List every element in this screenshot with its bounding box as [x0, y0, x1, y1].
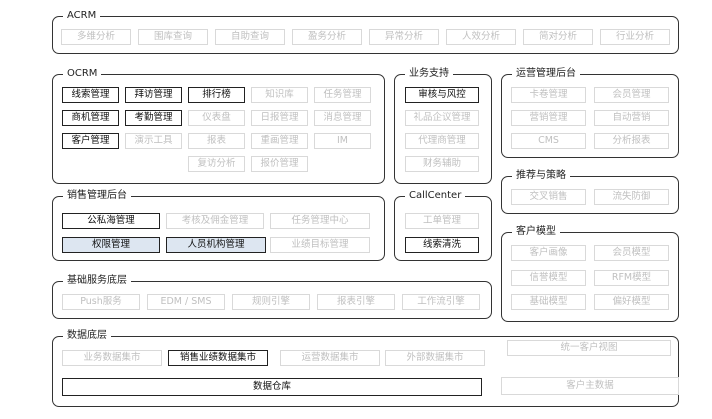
ocrm-quote-management: 报价管理 — [251, 156, 308, 172]
ocrm-title: OCRM — [63, 68, 102, 80]
ocrm-opportunity-management: 商机管理 — [62, 110, 119, 126]
customer-model-title: 客户模型 — [512, 226, 560, 238]
base-rule-engine: 规则引擎 — [232, 294, 310, 310]
acrm-anomaly-analysis: 异常分析 — [369, 29, 439, 45]
ocrm-dashboard: 仪表盘 — [188, 110, 245, 126]
data-external-mart: 外部数据集市 — [385, 350, 485, 366]
base-edm-sms: EDM / SMS — [147, 294, 225, 310]
base-workflow-engine: 工作流引擎 — [402, 294, 480, 310]
acrm-circle-query: 围库查询 — [138, 29, 208, 45]
ocrm-attendance-management: 考勤管理 — [125, 110, 182, 126]
business-support-group: 业务支持 — [394, 68, 492, 184]
model-rfm: RFM模型 — [594, 270, 669, 286]
ocrm-lead-management: 线索管理 — [62, 87, 119, 103]
acrm-multidim-analysis: 多维分析 — [61, 29, 131, 45]
sales-assessment-commission: 考核及佣金管理 — [166, 213, 264, 229]
business-gift-meeting: 礼品企议管理 — [405, 110, 479, 126]
acrm-business-analysis: 盈务分析 — [292, 29, 362, 45]
data-ops-mart: 运营数据集市 — [280, 350, 380, 366]
sales-public-private-sea: 公私海管理 — [62, 213, 160, 229]
unified-customer-view: 统一客户视图 — [507, 340, 671, 356]
ops-auto-marketing: 自动营销 — [594, 110, 669, 126]
ocrm-reports: 报表 — [188, 133, 245, 149]
sales-admin-title: 销售管理后台 — [63, 190, 131, 202]
ocrm-canvas-management: 重画管理 — [251, 133, 308, 149]
acrm-group: ACRM — [52, 10, 679, 54]
base-service-group: 基础服务底层 — [52, 275, 492, 319]
ops-member-management: 会员管理 — [594, 87, 669, 103]
callcenter-title: CallCenter — [405, 190, 466, 202]
model-preference: 偏好模型 — [594, 294, 669, 310]
ocrm-daily-report: 日报管理 — [251, 110, 308, 126]
data-warehouse: 数据仓库 — [62, 378, 482, 396]
data-layer-title: 数据底层 — [63, 330, 111, 342]
acrm-title: ACRM — [63, 10, 101, 22]
ocrm-im: IM — [314, 133, 371, 149]
acrm-industry-analysis: 行业分析 — [600, 29, 670, 45]
data-business-mart: 业务数据集市 — [62, 350, 162, 366]
business-support-title: 业务支持 — [405, 68, 453, 80]
callcenter-ticket-management: 工单管理 — [405, 213, 479, 229]
ocrm-leaderboard: 排行榜 — [188, 87, 245, 103]
acrm-efficiency-analysis: 人效分析 — [446, 29, 516, 45]
business-audit-risk: 审核与风控 — [405, 87, 479, 103]
ocrm-knowledge-base: 知识库 — [251, 87, 308, 103]
model-basic: 基础模型 — [511, 294, 586, 310]
customer-model-group: 客户模型 — [501, 226, 679, 322]
sales-permission-management: 权限管理 — [62, 237, 160, 253]
customer-master-data: 客户主数据 — [501, 377, 679, 395]
ocrm-visit-management: 拜访管理 — [125, 87, 182, 103]
ocrm-group: OCRM — [52, 68, 385, 184]
acrm-self-query: 自助查询 — [215, 29, 285, 45]
ops-admin-title: 运营管理后台 — [512, 68, 580, 80]
model-member: 会员模型 — [594, 245, 669, 261]
base-report-engine: 报表引擎 — [317, 294, 395, 310]
recommend-churn-defense: 流失防御 — [594, 189, 669, 205]
ocrm-task-management: 任务管理 — [314, 87, 371, 103]
model-customer-portrait: 客户画像 — [511, 245, 586, 261]
ocrm-customer-management: 客户管理 — [62, 133, 119, 149]
sales-admin-group: 销售管理后台 — [52, 190, 385, 261]
callcenter-group: CallCenter — [394, 190, 492, 261]
sales-target-management: 业绩目标管理 — [270, 237, 370, 253]
recommend-strategy-title: 推荐与策略 — [512, 170, 570, 182]
ops-analysis-reports: 分析报表 — [594, 133, 669, 149]
ops-coupon-management: 卡卷管理 — [511, 87, 586, 103]
model-credit: 信誉模型 — [511, 270, 586, 286]
sales-task-center: 任务管理中心 — [270, 213, 370, 229]
recommend-cross-sell: 交叉销售 — [511, 189, 586, 205]
recommend-strategy-group: 推荐与策略 — [501, 170, 679, 214]
ops-cms: CMS — [511, 133, 586, 149]
data-layer-group: 数据底层 — [52, 330, 679, 407]
sales-org-management: 人员机构管理 — [166, 237, 266, 253]
business-agent-management: 代理商管理 — [405, 133, 479, 149]
ocrm-demo-tools: 演示工具 — [125, 133, 182, 149]
ops-admin-group: 运营管理后台 — [501, 68, 679, 158]
acrm-comparison-analysis: 简对分析 — [523, 29, 593, 45]
base-service-title: 基础服务底层 — [63, 275, 131, 287]
callcenter-lead-cleaning: 线索清洗 — [405, 237, 479, 253]
ocrm-message-management: 消息管理 — [314, 110, 371, 126]
data-sales-performance-mart: 销售业绩数据集市 — [168, 350, 268, 366]
ocrm-revisit-analysis: 复访分析 — [188, 156, 245, 172]
business-finance-assist: 财务辅助 — [405, 156, 479, 172]
ops-marketing-management: 营销管理 — [511, 110, 586, 126]
base-push-service: Push服务 — [62, 294, 140, 310]
